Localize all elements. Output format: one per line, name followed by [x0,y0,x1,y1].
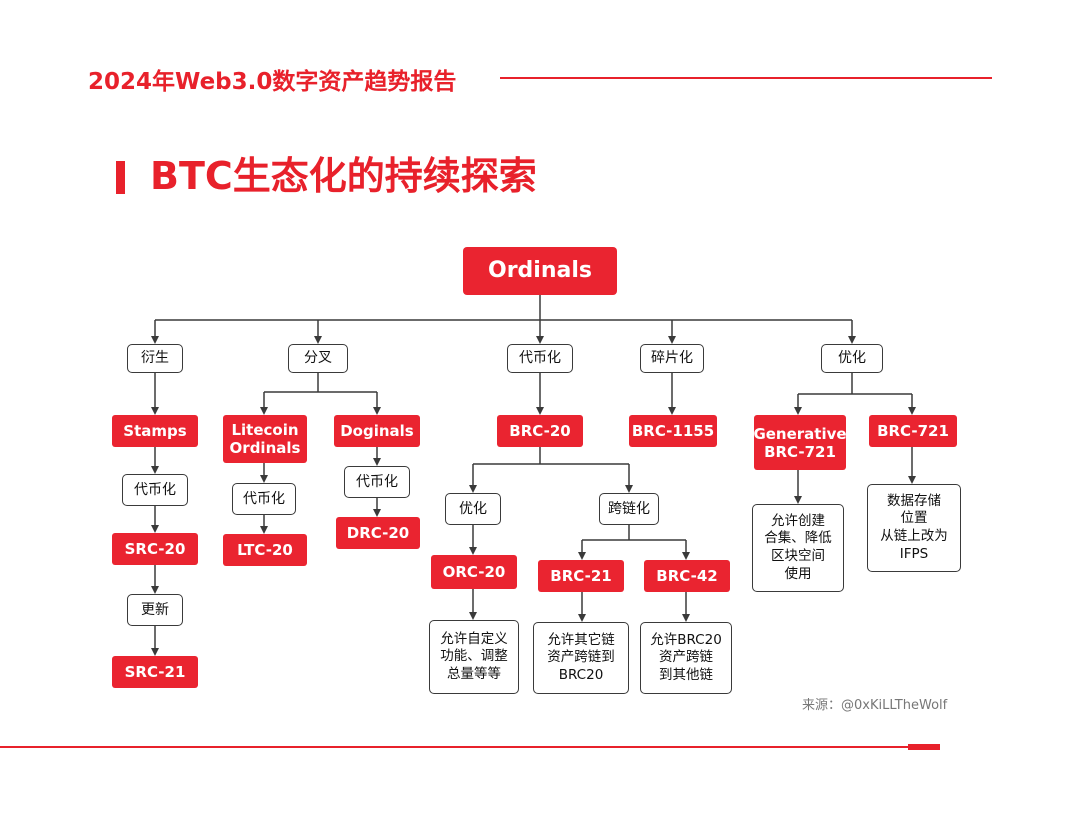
node-orc20: ORC-20 [431,555,517,589]
node-doginals: Doginals [334,415,420,447]
node-brc1155: BRC-1155 [629,415,717,447]
node-brc21: BRC-21 [538,560,624,592]
category-derivative: 衍生 [127,344,183,373]
desc-brc42: 允许BRC20 资产跨链 到其他链 [640,622,732,694]
node-litecoin-ordinals: Litecoin Ordinals [223,415,307,463]
label-src-update: 更新 [127,594,183,626]
node-src21: SRC-21 [112,656,198,688]
node-src20: SRC-20 [112,533,198,565]
desc-brc21: 允许其它链 资产跨链到 BRC20 [533,622,629,694]
node-brc20: BRC-20 [497,415,583,447]
label-brc20-crosschain: 跨链化 [599,493,659,525]
label-doginals-token: 代币化 [344,466,410,498]
desc-brc721: 数据存储 位置 从链上改为 IFPS [867,484,961,572]
node-ltc20: LTC-20 [223,534,307,566]
desc-orc20: 允许自定义 功能、调整 总量等等 [429,620,519,694]
desc-generative-brc721: 允许创建 合集、降低 区块空间 使用 [752,504,844,592]
node-brc721: BRC-721 [869,415,957,447]
page-title: BTC生态化的持续探索 [150,154,537,198]
root-node-ordinals: Ordinals [463,247,617,295]
header-rule [500,77,992,79]
node-brc42: BRC-42 [644,560,730,592]
category-token: 代币化 [507,344,573,373]
footer-rule [0,746,908,748]
label-ltc-token: 代币化 [232,483,296,515]
label-stamps-token: 代币化 [122,474,188,506]
source-credit: 来源：@0xKiLLTheWolf [802,698,948,713]
footer-accent [908,744,940,750]
node-stamps: Stamps [112,415,198,447]
node-drc20: DRC-20 [336,517,420,549]
category-fragment: 碎片化 [640,344,704,373]
report-title: 2024年Web3.0数字资产趋势报告 [88,69,457,95]
category-fork: 分叉 [288,344,348,373]
label-brc20-optimize: 优化 [445,493,501,525]
title-marker [116,161,125,194]
category-optimize: 优化 [821,344,883,373]
node-generative-brc721: Generative BRC-721 [753,415,847,470]
